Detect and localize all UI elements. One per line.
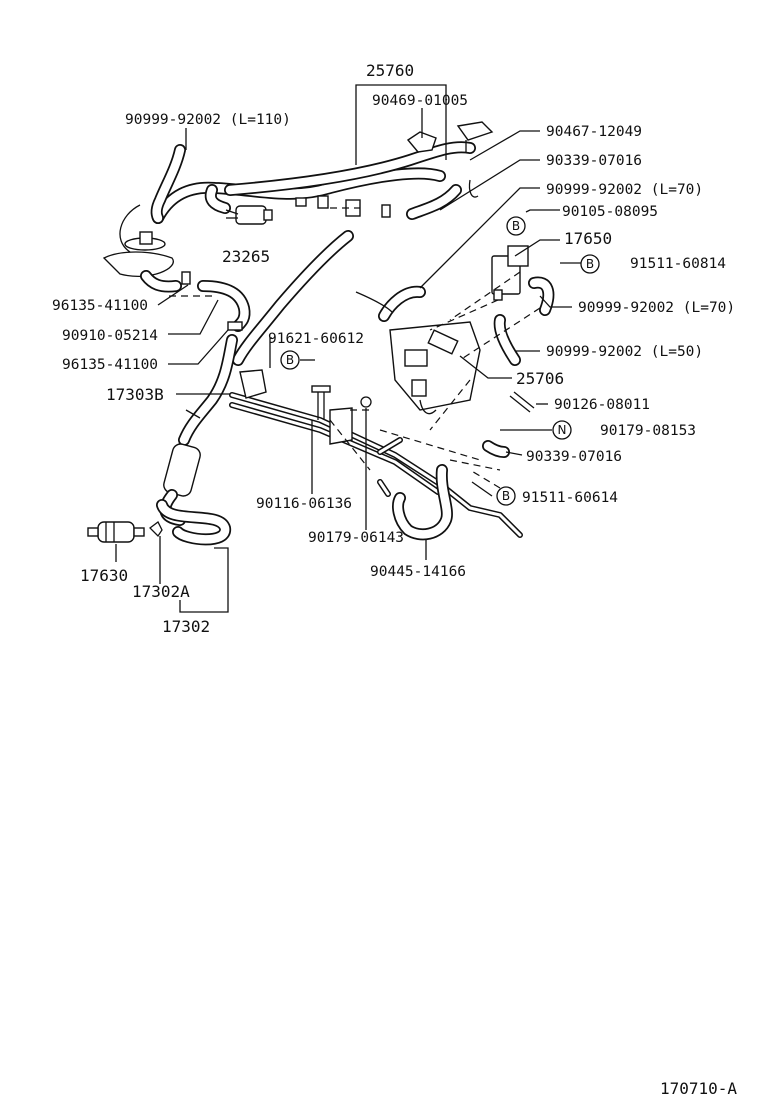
- hose-96135-upper: [140, 270, 191, 293]
- label-96135-41100-a: 96135-41100: [52, 298, 148, 314]
- clip-90469: [406, 121, 494, 153]
- label-90179-06143: 90179-06143: [308, 530, 404, 546]
- marker-b-90105: B: [506, 216, 526, 236]
- vsv-25706: [389, 321, 481, 415]
- label-17650: 17650: [564, 229, 612, 248]
- filter-17630: [87, 521, 163, 543]
- label-90116-06136: 90116-06136: [256, 496, 352, 512]
- bracket-arc: [119, 204, 141, 253]
- hose-90445: [392, 464, 453, 541]
- hose-17302: [156, 499, 231, 546]
- marker-b-91621: B: [280, 350, 300, 370]
- marker-b-91511-60814: B: [580, 254, 600, 274]
- label-90467-12049: 90467-12049: [546, 124, 642, 140]
- circle-markers: B B B N B: [280, 216, 600, 506]
- svg-text:B: B: [512, 219, 520, 233]
- leader-lines: [115, 84, 590, 613]
- hose-diagonal: [232, 230, 354, 366]
- hose-l110: [150, 144, 186, 224]
- marker-n-90179: N: [552, 420, 572, 440]
- svg-text:B: B: [286, 353, 294, 367]
- dashed-connectors: [168, 207, 541, 489]
- svg-text:B: B: [586, 257, 594, 271]
- label-23265: 23265: [222, 247, 270, 266]
- label-25760: 25760: [366, 61, 414, 80]
- bolt-90116: [311, 385, 372, 445]
- hose-l50: [493, 314, 521, 366]
- label-90999-92002-l70-a: 90999-92002 (L=70): [546, 182, 703, 198]
- hose-25760: [152, 141, 476, 224]
- diagram-drawing: [87, 121, 555, 546]
- pipe-pieces: [185, 369, 403, 497]
- label-90469-01005: 90469-01005: [372, 93, 468, 109]
- label-90999-92002-l70-b: 90999-92002 (L=70): [578, 300, 735, 316]
- label-17303b: 17303B: [106, 385, 164, 404]
- marker-b-91511-60614: B: [496, 486, 516, 506]
- label-90999-92002-l110: 90999-92002 (L=110): [125, 112, 291, 128]
- label-17302a: 17302A: [132, 582, 190, 601]
- label-90445-14166: 90445-14166: [370, 564, 466, 580]
- svg-text:B: B: [502, 489, 510, 503]
- vsv-left: [102, 231, 174, 278]
- hose-left-vertical: [178, 334, 238, 446]
- label-90339-07016-bottom: 90339-07016: [526, 449, 622, 465]
- label-17302: 17302: [162, 617, 210, 636]
- svg-text:N: N: [558, 423, 567, 437]
- figure-code: 170710-A: [660, 1079, 737, 1098]
- vsv-17650: [491, 245, 555, 316]
- hose-90339-bottom: [482, 440, 510, 458]
- hose-90910: [197, 280, 251, 332]
- label-90339-07016-top: 90339-07016: [546, 153, 642, 169]
- label-90179-08153: 90179-08153: [600, 423, 696, 439]
- label-90105-08095: 90105-08095: [562, 204, 658, 220]
- hose-90339-top: [381, 179, 479, 220]
- label-96135-41100-b: 96135-41100: [62, 357, 158, 373]
- label-91511-60814: 91511-60814: [630, 256, 726, 272]
- label-17630: 17630: [80, 566, 128, 585]
- clamps-top: [295, 195, 361, 217]
- label-90126-08011: 90126-08011: [554, 397, 650, 413]
- label-91511-60614: 91511-60614: [522, 490, 618, 506]
- label-91621-60612: 91621-60612: [268, 331, 364, 347]
- label-90910-05214: 90910-05214: [62, 328, 158, 344]
- valve-23265: [204, 184, 273, 225]
- label-25706: 25706: [516, 369, 564, 388]
- hose-l70-center: [355, 285, 426, 322]
- label-90999-92002-l50: 90999-92002 (L=50): [546, 344, 703, 360]
- labels: 25760 90469-01005 90999-92002 (L=110) 90…: [52, 61, 737, 1098]
- bolt-90126: [509, 391, 535, 413]
